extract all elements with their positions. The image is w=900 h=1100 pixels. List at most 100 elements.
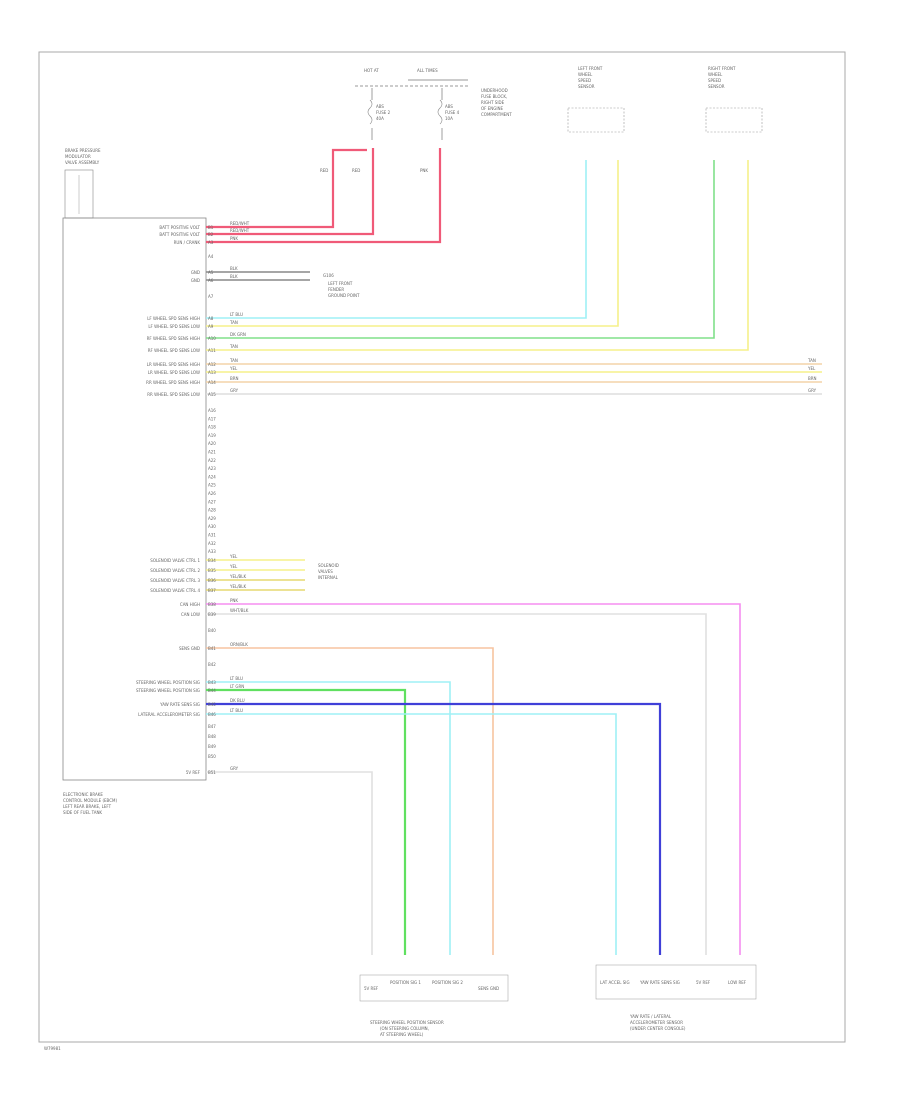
ground-note-2: LEFT FRONT xyxy=(328,281,353,286)
pin-label: SENS GND xyxy=(179,646,200,651)
pin-label: LR WHEEL SPD SENS HIGH xyxy=(147,362,200,367)
empty-pin-code: A23 xyxy=(208,466,216,471)
fuse-a-amp: 40A xyxy=(376,116,384,121)
pin-label: YAW RATE SENS SIG xyxy=(159,702,200,707)
fuse-box-label-4: OF ENGINE xyxy=(481,106,504,111)
fuse-wire-3: PNK xyxy=(420,168,428,173)
empty-pin-code: A24 xyxy=(208,474,216,479)
fuse-label-hot: HOT AT xyxy=(364,68,379,73)
ground-wires xyxy=(206,271,310,281)
pin-code: A4 xyxy=(208,254,214,259)
steering-sensor xyxy=(359,974,509,1002)
steering-pin-3: POSITION SIG 2 xyxy=(432,980,463,985)
pin-code: B1 xyxy=(208,225,214,230)
pin-wire: TAN xyxy=(229,358,238,363)
ground-note-4: GROUND POINT xyxy=(328,293,360,298)
empty-pin-code: A33 xyxy=(208,549,216,554)
pin-label: RF WHEEL SPD SENS LOW xyxy=(148,348,200,353)
pin-wire: PNK xyxy=(230,598,238,603)
empty-pin-code: A28 xyxy=(208,508,216,513)
pin-code: A6 xyxy=(208,278,214,283)
pin-wire: BLK xyxy=(230,266,238,271)
modulator-label-1: BRAKE PRESSURE xyxy=(65,148,101,153)
solenoid-note-2: VALVES xyxy=(318,569,333,574)
solenoid-wires xyxy=(206,559,305,591)
steering-pin-2: POSITION SIG 1 xyxy=(390,980,421,985)
pin-wire: YEL xyxy=(229,564,238,569)
right-edge-wire-4: GRY xyxy=(808,388,817,393)
lf-sensor-label-1: LEFT FRONT xyxy=(578,66,603,71)
pin-code: B34 xyxy=(208,558,216,563)
pin-wire: YEL/BLK xyxy=(229,584,247,589)
steering-name-2: (ON STEERING COLUMN, xyxy=(380,1026,429,1031)
steering-pin-1: 5V REF xyxy=(364,986,379,991)
pin-code: B37 xyxy=(208,588,216,593)
pin-label: SOLENOID VALVE CTRL 1 xyxy=(150,558,200,563)
fuse-box-label-1: UNDERHOOD xyxy=(481,88,508,93)
pin-wire: DK GRN xyxy=(230,332,246,337)
ebcm-upper-pins: BATT POSITIVE VOLT B1 RED/WHT BATT POSIT… xyxy=(146,221,250,397)
pin-label: GND xyxy=(191,278,200,283)
pin-label: LATERAL ACCELEROMETER SIG xyxy=(138,712,200,717)
pin-wire: LT BLU xyxy=(230,676,243,681)
solenoid-note-1: SOLENOID xyxy=(318,563,339,568)
ebcm-name-3: LEFT REAR BRAKE, LEFT xyxy=(63,804,112,809)
modulator-label-2: MODULATOR xyxy=(65,154,91,159)
empty-pin-code: A25 xyxy=(208,483,216,488)
tail-pin-code: B49 xyxy=(208,744,216,749)
pin-code: A11 xyxy=(208,348,216,353)
wheel-speed-wires xyxy=(206,160,822,395)
right-edge-wire-1: TAN xyxy=(807,358,816,363)
yaw-pin-4: LOW REF xyxy=(728,980,747,985)
yaw-rate-sensor xyxy=(595,964,757,1000)
empty-pin-code: A20 xyxy=(208,441,216,446)
empty-pin-code: A32 xyxy=(208,541,216,546)
pin-code: A3 xyxy=(208,240,214,245)
rf-sensor-label-1: RIGHT FRONT xyxy=(708,66,736,71)
pin-code: B43 xyxy=(208,680,216,685)
right-edge-wire-3: BRN xyxy=(808,376,817,381)
pin-wire: LT BLU xyxy=(230,708,243,713)
pin-code: B39 xyxy=(208,612,216,617)
pin-label: LR WHEEL SPD SENS LOW xyxy=(148,370,200,375)
pin-code: B41 xyxy=(208,646,216,651)
bottom-pin-label: 5V REF xyxy=(186,770,201,775)
lf-sensor-label-2: WHEEL xyxy=(578,72,593,77)
pin-code: B36 xyxy=(208,578,216,583)
steering-name-3: AT STEERING WHEEL) xyxy=(380,1032,424,1037)
pin-label: RF WHEEL SPD SENS HIGH xyxy=(147,336,200,341)
power-wires xyxy=(206,148,442,244)
pin-wire: GRY xyxy=(230,388,239,393)
empty-pin-code: A30 xyxy=(208,524,216,529)
empty-pin-code: A21 xyxy=(208,450,216,455)
empty-pin-code: A19 xyxy=(208,433,216,438)
pin-label: LF WHEEL SPD SENS HIGH xyxy=(147,316,200,321)
pin-wire: DK BLU xyxy=(230,698,245,703)
yaw-pin-1: LAT ACCEL SIG xyxy=(600,980,630,985)
fuse-box-label-2: FUSE BLOCK, xyxy=(481,94,507,99)
tail-pin-code: B48 xyxy=(208,734,216,739)
pin-code: B35 xyxy=(208,568,216,573)
pin-wire: YEL xyxy=(229,554,238,559)
steering-pin-4: SENS GND xyxy=(478,986,499,991)
pin-wire: TAN xyxy=(229,344,238,349)
pin-wire: LT BLU xyxy=(230,312,243,317)
pin-code: B42 xyxy=(208,662,216,667)
pin-code: A9 xyxy=(208,324,214,329)
diagram-border xyxy=(38,51,846,1043)
pin-wire: RED/WHT xyxy=(230,228,250,233)
empty-pin-code: A27 xyxy=(208,499,216,504)
pin-label: RR WHEEL SPD SENS LOW xyxy=(147,392,200,397)
pin-code: B2 xyxy=(208,232,214,237)
fuse-b-amp: 10A xyxy=(445,116,453,121)
ebcm-name-4: SIDE OF FUEL TANK xyxy=(63,810,102,815)
pin-label: BATT POSITIVE VOLT xyxy=(159,232,200,237)
fuse-b-name: ABS xyxy=(445,104,453,109)
yaw-pin-3: 5V REF xyxy=(696,980,711,985)
pin-label: SOLENOID VALVE CTRL 2 xyxy=(150,568,200,573)
modulator-box xyxy=(64,169,94,219)
pin-label: STEERING WHEEL POSITION SIG xyxy=(136,688,200,693)
rf-sensor-label-4: SENSOR xyxy=(708,84,725,89)
pin-label: RUN / CRANK xyxy=(174,240,201,245)
pin-code: A8 xyxy=(208,316,214,321)
